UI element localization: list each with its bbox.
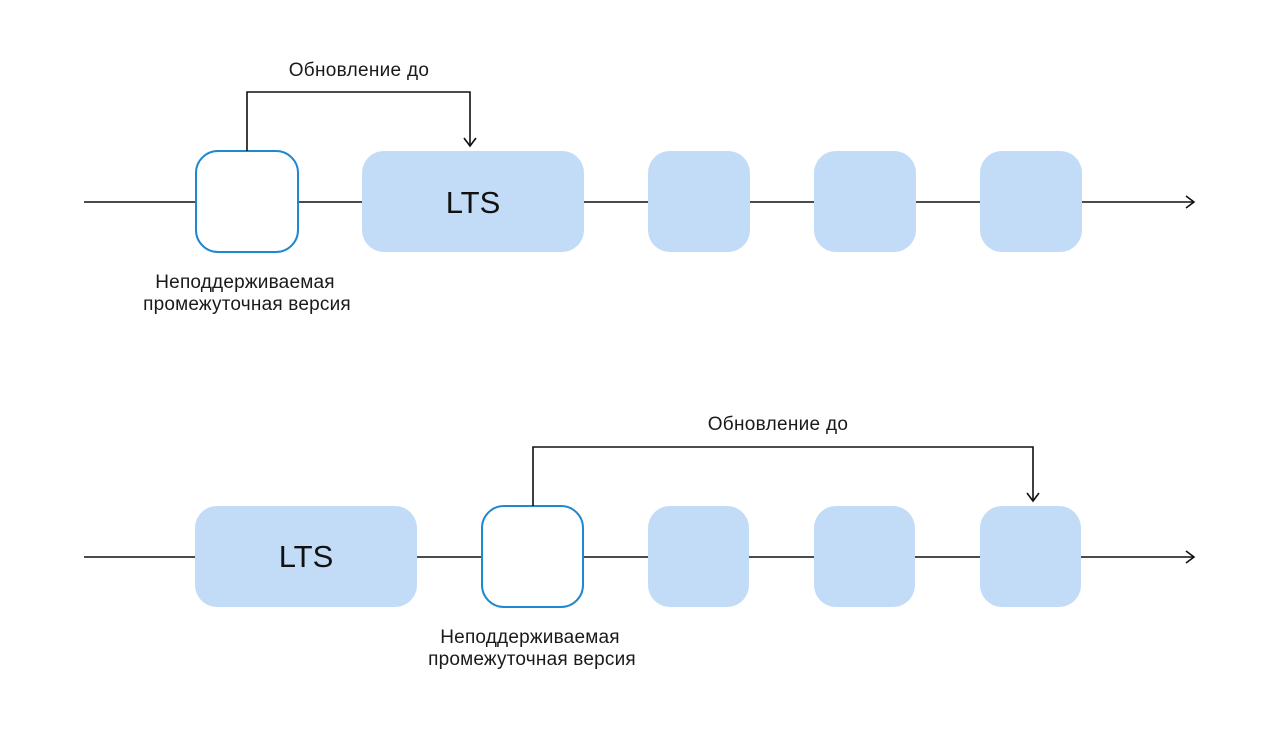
row-1-timeline-arrowhead-icon	[1185, 195, 1196, 209]
row-2: LTS Обновление до Неподдерживаемая проме…	[84, 414, 1196, 670]
row-1-lts-box	[362, 151, 584, 252]
row-2-update-label: Обновление до	[708, 414, 849, 435]
row-1-version-box-3	[648, 151, 750, 252]
row-1-lts-label: LTS	[446, 185, 501, 220]
row-2-timeline-arrowhead-icon	[1185, 550, 1196, 564]
row-1-update-label: Обновление до	[289, 60, 430, 81]
row-1-upgrade-connector	[246, 91, 471, 151]
row-2-version-box-3	[648, 506, 749, 607]
row-2-unsupported-caption-line2: промежуточная версия	[428, 649, 636, 670]
row-2-unsupported-caption-line1: Неподдерживаемая	[440, 627, 620, 648]
row-2-lts-label: LTS	[279, 539, 334, 574]
row-2-version-box-4	[814, 506, 915, 607]
row-2-lts-box	[195, 506, 417, 607]
row-1-upgrade-arrowhead-icon	[463, 137, 477, 148]
row-2-upgrade-arrowhead-icon	[1026, 492, 1040, 503]
row-2-upgrade-connector	[532, 446, 1034, 506]
row-1: LTS Обновление до Неподдерживаемая проме…	[84, 60, 1196, 315]
row-1-unsupported-caption-line1: Неподдерживаемая	[155, 272, 335, 293]
row-1-unsupported-version-box	[195, 150, 299, 253]
row-1-version-box-4	[814, 151, 916, 252]
row-2-version-box-5	[980, 506, 1081, 607]
row-1-version-box-5	[980, 151, 1082, 252]
row-2-unsupported-version-box	[481, 505, 584, 608]
row-1-unsupported-caption-line2: промежуточная версия	[143, 294, 351, 315]
